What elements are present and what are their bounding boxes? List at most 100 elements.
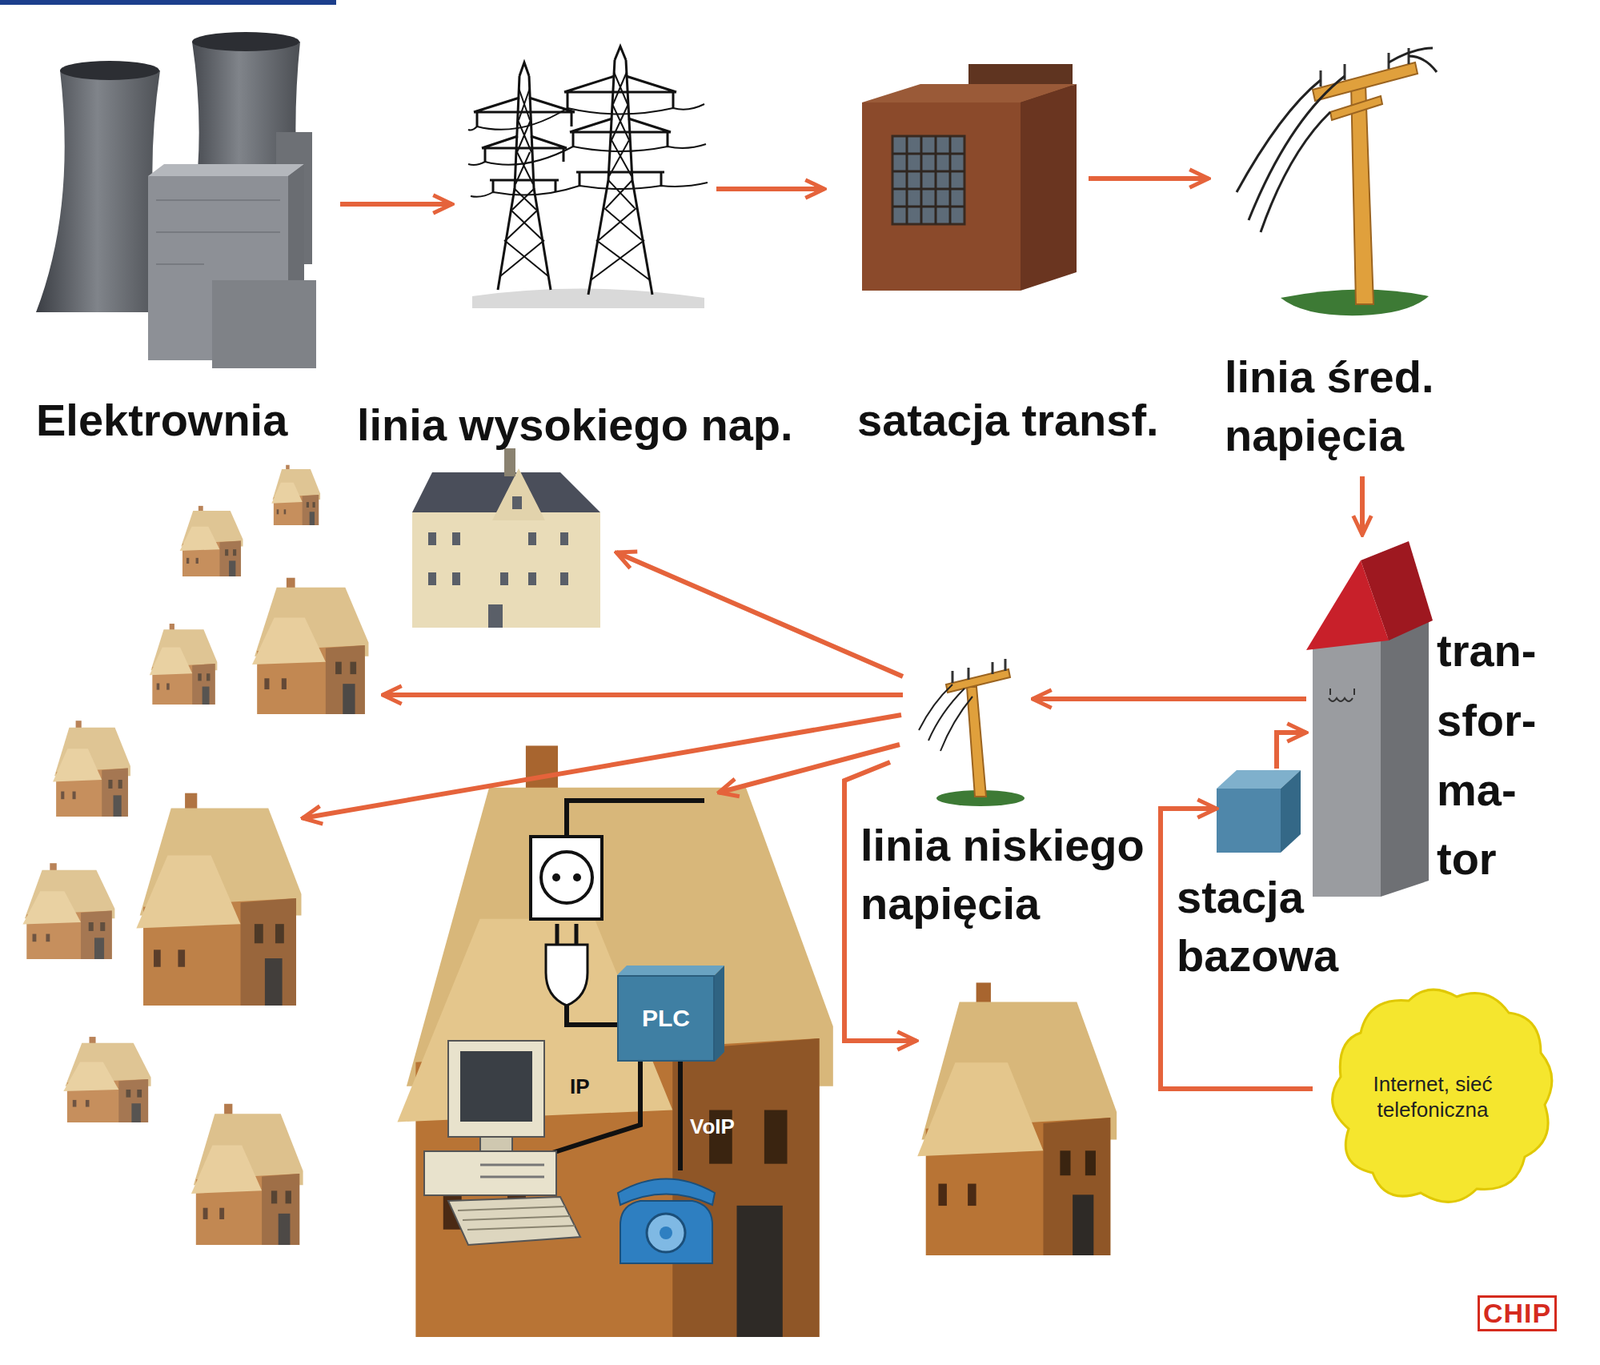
flow-arrow: [1359, 476, 1365, 535]
transformer-picture-part: [1306, 560, 1389, 650]
medium-voltage-pole-picture-part: [1280, 288, 1429, 316]
house-equipment-part: [457, 1206, 575, 1230]
houses-part: [63, 1036, 151, 1123]
house-equipment-part: [620, 1200, 713, 1264]
transformer-picture: [1306, 541, 1433, 897]
label-holder: CHIP: [1477, 1295, 1557, 1332]
house-equipment-part: [448, 1040, 545, 1137]
pylon-picture-part: [500, 88, 549, 277]
house-equipment-part: [573, 873, 582, 882]
pylon-picture-part: [468, 104, 708, 197]
medium-voltage-pole-picture-part: [1351, 84, 1374, 305]
distribution-arrows: [302, 552, 917, 1041]
flow-arrow: [1276, 732, 1307, 769]
flow-arrow: [340, 201, 453, 207]
cloud-picture: [1332, 989, 1552, 1202]
power-plant-picture-part: [192, 32, 300, 52]
cloud-picture-part: [1332, 989, 1552, 1202]
label-holder: VoIP: [689, 1114, 735, 1139]
text-holder: Internet, sieć telefoniczna: [1348, 1070, 1517, 1123]
low-voltage-pole-picture-part: [946, 669, 1011, 693]
pylon-picture-part: [564, 76, 677, 173]
house-equipment-part: [557, 923, 577, 947]
base-station-picture-part: [1216, 788, 1281, 853]
node-caption: linia niskiego napięcia: [860, 816, 1157, 934]
node-caption: tran- sfor- ma- tor: [1436, 616, 1536, 895]
text-holder: linia śred. napięcia: [1224, 348, 1449, 466]
pylon-picture-part: [473, 97, 575, 181]
house-equipment-part: [617, 965, 725, 975]
base-station-picture: [1216, 769, 1301, 853]
houses-part: [396, 745, 833, 1337]
houses-part: [191, 1103, 304, 1245]
house-equipment-part: [480, 1164, 545, 1177]
node-caption: satacja transf.: [857, 392, 1194, 447]
text-holder: PLC: [641, 1003, 690, 1033]
manor-picture-part: [428, 496, 569, 628]
low-voltage-pole-picture-part: [918, 684, 973, 751]
house-equipment-part: [460, 1050, 533, 1122]
pylon-picture-part: [567, 92, 674, 186]
house-equipment-part: [545, 944, 588, 1006]
low-voltage-pole-picture-part: [952, 658, 1006, 683]
medium-voltage-pole-picture: [1236, 48, 1437, 316]
transformer: tran- sfor- ma- tor: [1306, 534, 1429, 901]
house-equipment-part: [566, 1005, 618, 1025]
substation-picture-part: [892, 136, 965, 225]
flow-arrow: [1032, 696, 1307, 702]
internet-cloud: Internet, sieć telefoniczna: [1312, 992, 1553, 1201]
text-holder: stacja bazowa: [1176, 868, 1349, 986]
text-holder: linia niskiego napięcia: [860, 816, 1157, 934]
high-voltage-line: linia wysokiego nap.: [452, 36, 717, 309]
substation-picture-part: [862, 102, 1021, 291]
base-station: stacja bazowa: [1216, 768, 1301, 853]
wire-label: VoIP: [689, 1114, 735, 1139]
house-equipment-part: [646, 1213, 686, 1252]
node-caption: stacja bazowa: [1176, 868, 1349, 986]
house-equipment-part: [541, 851, 593, 903]
text-holder: Elektrownia: [36, 392, 341, 447]
house-equipment-part: [552, 1061, 641, 1153]
houses-part: [22, 862, 115, 959]
flow-arrow: [1088, 176, 1209, 181]
manor-picture-part: [504, 448, 516, 477]
manor-picture: [412, 448, 601, 628]
distribution-arrows-part: [382, 692, 903, 698]
flow-arrow: [716, 186, 825, 192]
medium-voltage-pole-picture-part: [1236, 48, 1437, 233]
houses-part: [52, 720, 131, 817]
house-equipment-part: [552, 873, 561, 882]
distribution-arrows-part: [616, 552, 903, 677]
transformer-picture-part: [1380, 617, 1429, 897]
pylon-picture-part: [477, 112, 572, 193]
power-plant-picture-part: [156, 200, 281, 265]
plc-adapter: PLC: [617, 974, 715, 1062]
house-equipment-part: [448, 1196, 581, 1245]
box-text: Internet, sieć telefoniczna: [1348, 1070, 1517, 1123]
house-equipment: [424, 800, 725, 1264]
transformer-picture-part: [1328, 688, 1355, 702]
houses-part: [252, 577, 369, 714]
label-holder: IP: [569, 1074, 590, 1099]
base-station-picture-part: [1280, 769, 1301, 853]
substation-picture: [862, 64, 1077, 291]
power-plant-picture-part: [60, 60, 160, 81]
manor-picture-part: [492, 468, 546, 521]
houses-part: [917, 982, 1117, 1256]
node-caption: linia śred. napięcia: [1224, 348, 1449, 466]
houses-part: [136, 793, 301, 1006]
houses-part: [180, 505, 244, 577]
top-bar: [0, 0, 337, 5]
transformer-station: satacja transf.: [824, 51, 1089, 300]
box-text: PLC: [641, 1003, 690, 1033]
house-equipment-part: [566, 800, 705, 837]
houses-part: [271, 465, 321, 526]
houses-part: [149, 623, 218, 705]
pylon-picture-part: [588, 46, 653, 295]
manor-picture-part: [412, 512, 601, 628]
text-holder: linia wysokiego nap.: [356, 397, 838, 452]
text-holder: tran- sfor- ma- tor: [1436, 616, 1536, 895]
low-voltage-pole-picture-part: [966, 686, 987, 797]
